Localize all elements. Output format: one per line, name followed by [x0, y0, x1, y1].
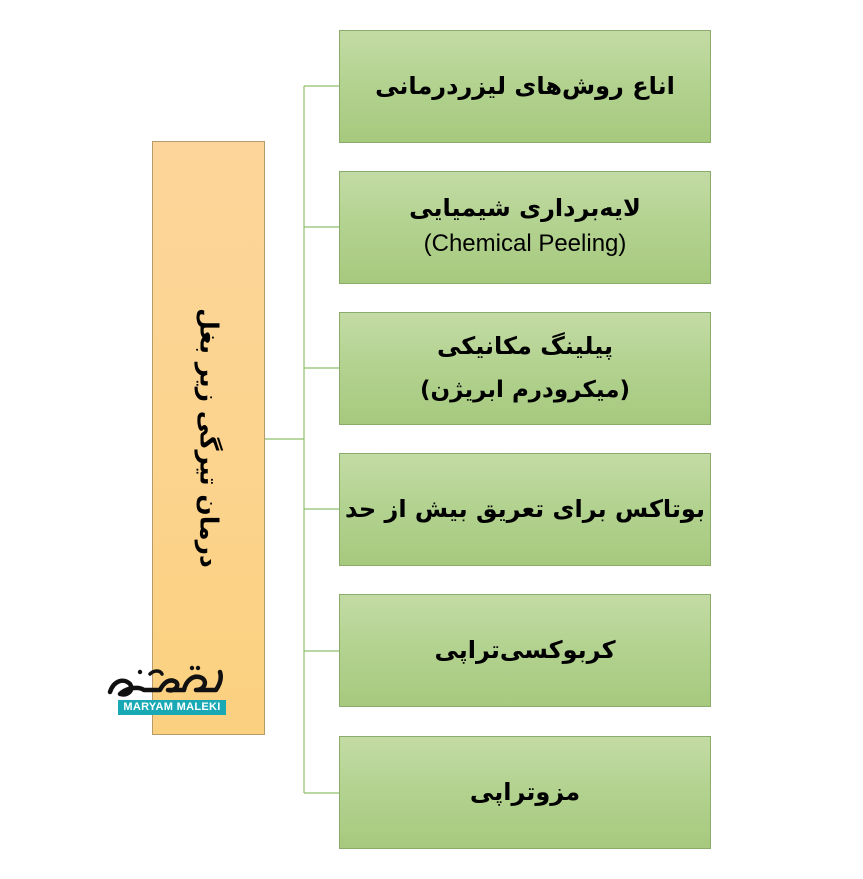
- branch-node-label: بوتاکس برای تعریق بیش از حد: [345, 494, 705, 523]
- logo-script-mark: [107, 665, 224, 697]
- branch-node-label: اناع روش‌های لیزردرمانی: [375, 71, 675, 100]
- branch-node-botox: بوتاکس برای تعریق بیش از حد: [339, 453, 711, 566]
- logo-text: MARYAM MALEKI: [118, 700, 226, 715]
- branch-node-label: لایه‌برداری شیمیایی: [409, 193, 641, 222]
- root-node-label: درمان تیرگی زیر بغل: [194, 308, 223, 568]
- branch-node-chemical-peeling: لایه‌برداری شیمیایی (Chemical Peeling): [339, 171, 711, 284]
- branch-node-label: مزوتراپی: [469, 777, 581, 806]
- branch-node-mesotherapy: مزوتراپی: [339, 736, 711, 849]
- branch-node-carboxytherapy: کربوکسی‌تراپی: [339, 594, 711, 707]
- branch-node-label: پیلینگ مکانیکی: [437, 331, 614, 360]
- branch-node-sublabel: (میکرودرم ابریژن): [420, 377, 630, 404]
- branch-node-laser: اناع روش‌های لیزردرمانی: [339, 30, 711, 143]
- root-node: درمان تیرگی زیر بغل: [152, 141, 265, 735]
- branch-node-sublabel: (Chemical Peeling): [423, 230, 627, 258]
- branch-node-mechanical-peeling: پیلینگ مکانیکی (میکرودرم ابریژن): [339, 312, 711, 425]
- brand-logo: MARYAM MALEKI: [104, 660, 228, 720]
- branch-node-label: کربوکسی‌تراپی: [434, 635, 616, 664]
